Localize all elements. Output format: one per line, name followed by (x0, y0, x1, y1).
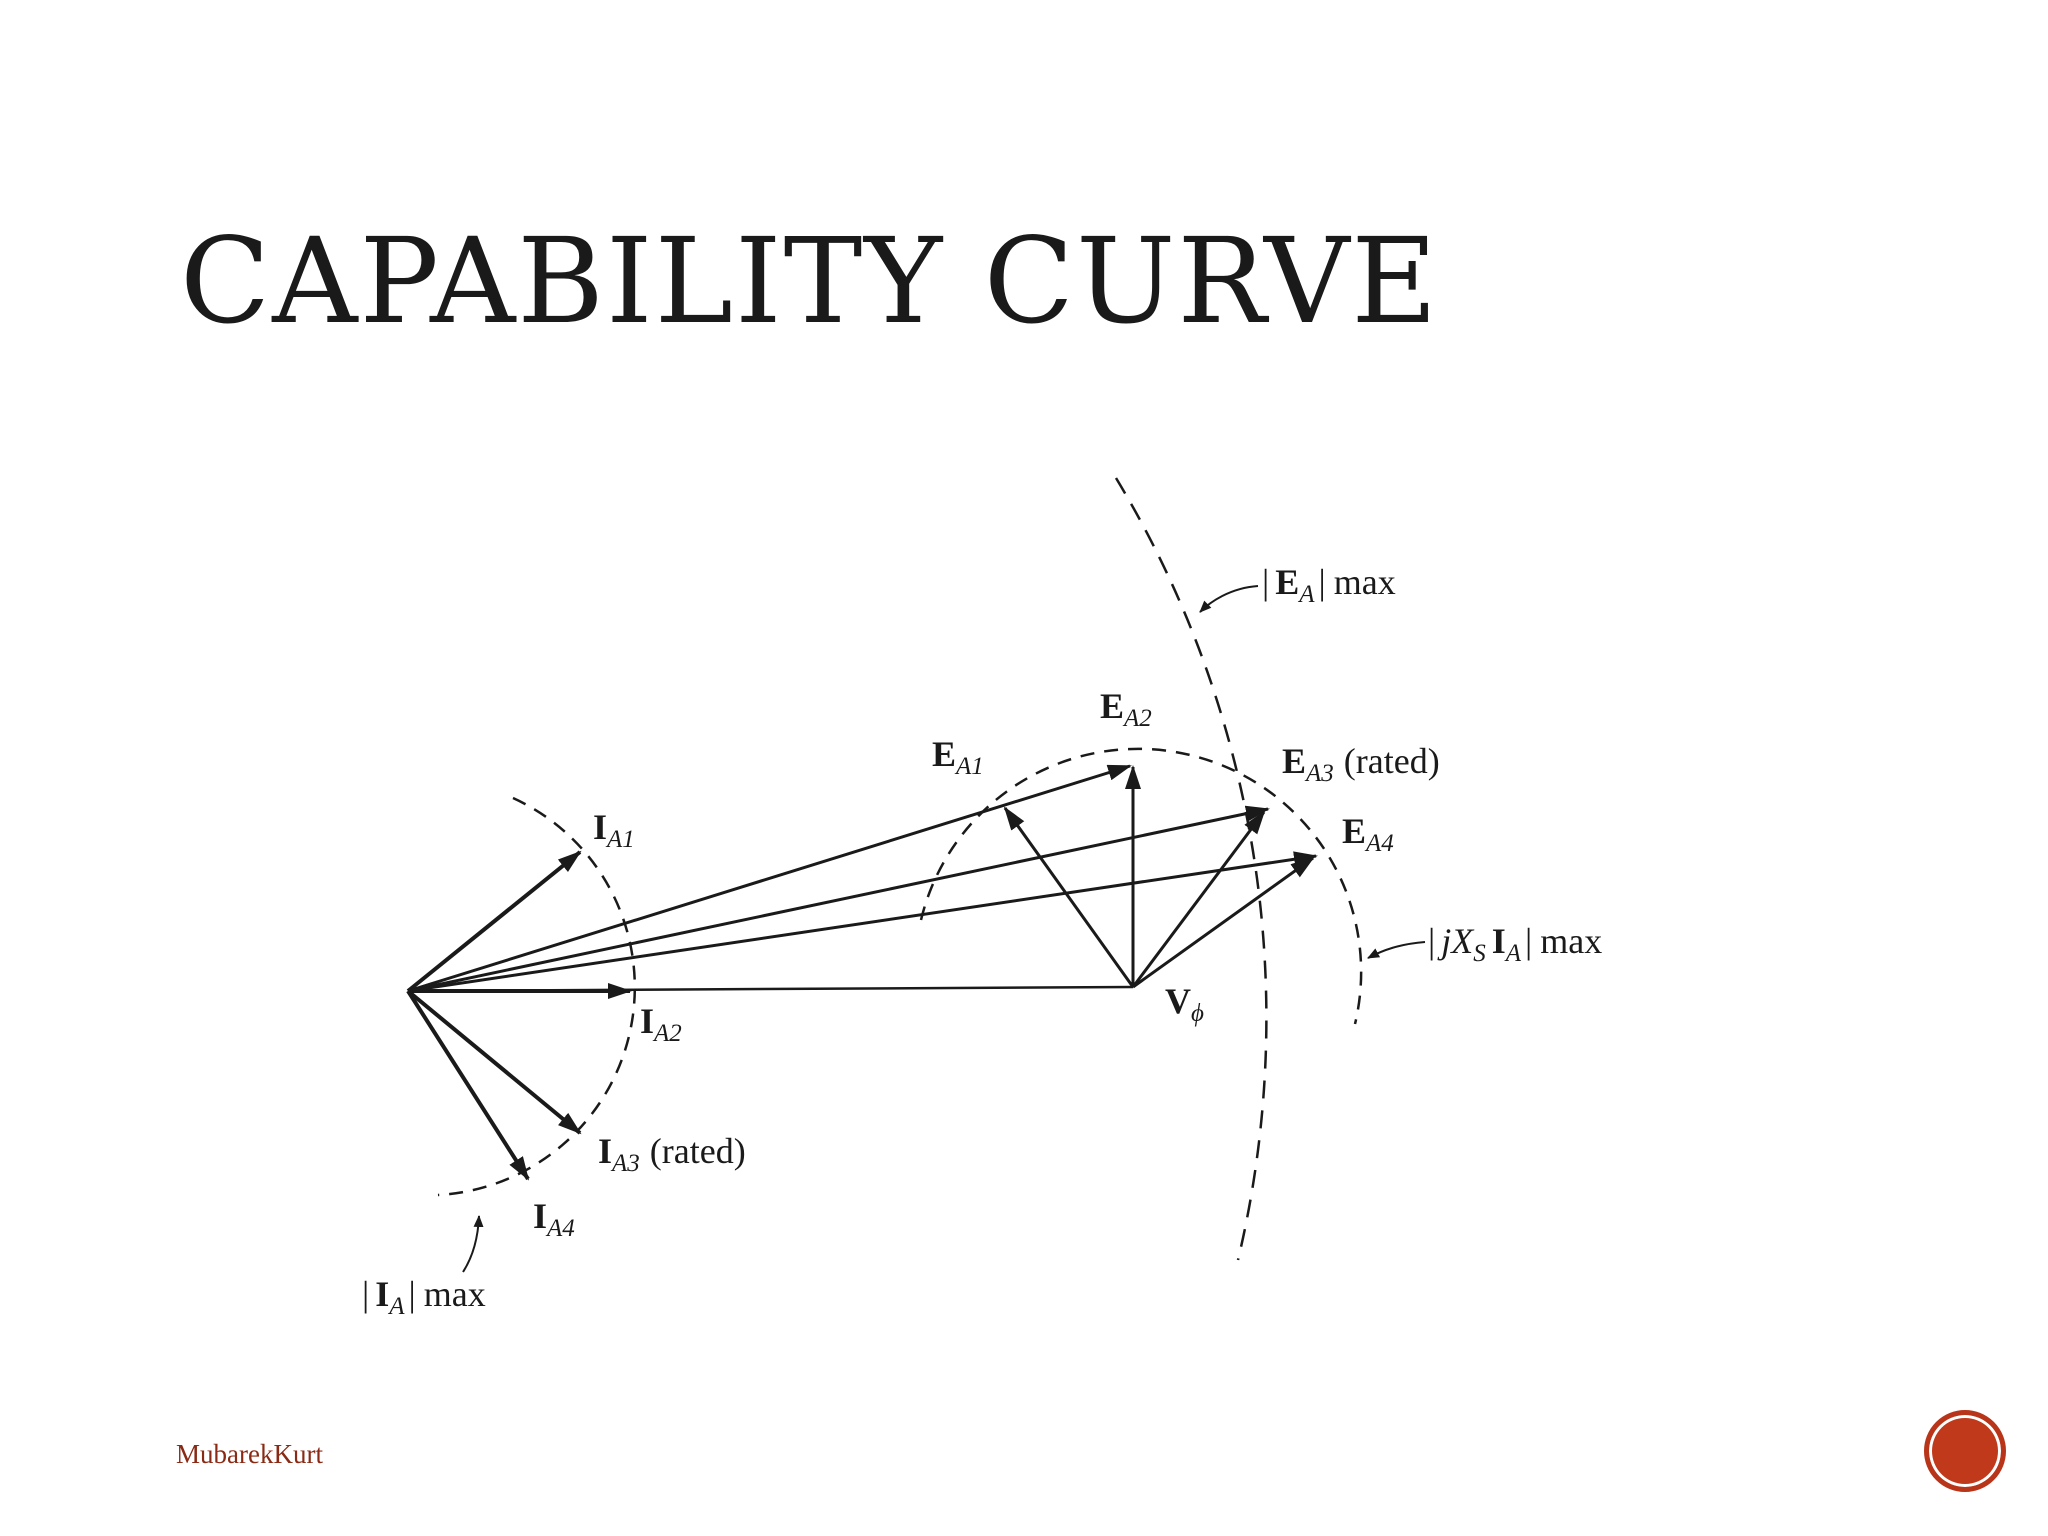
jxs-max-callout (1367, 941, 1426, 959)
ea3-arrow (407, 805, 1270, 993)
label-ea-max: |EA|max (1262, 562, 1396, 608)
label-ea1: EA1 (932, 734, 984, 780)
jxs-ia4-arrow (1132, 856, 1315, 989)
ea-max-arc (1114, 477, 1268, 1261)
label-ia3: IA3(rated) (598, 1131, 746, 1177)
footer-author: MubarekKurt (176, 1439, 323, 1469)
slide-nav-circle[interactable] (1924, 1410, 2006, 1492)
label-ia-max: |IA|max (362, 1274, 486, 1320)
ea-max-callout (1199, 585, 1259, 613)
label-ia1: IA1 (593, 807, 635, 853)
ia4-arrow (406, 989, 530, 1181)
jxs-ia3-arrow (1131, 810, 1266, 988)
label-ia4: IA4 (533, 1196, 575, 1242)
ea4-arrow (407, 851, 1318, 993)
v-phi-line (407, 985, 1134, 993)
ia1-arrow (406, 850, 582, 993)
ea1-arrow (407, 764, 1132, 993)
slide-title: CAPABILITY CURVE (180, 212, 1440, 350)
label-ea2: EA2 (1100, 686, 1152, 732)
label-ea4: EA4 (1342, 811, 1394, 857)
ia3-arrow (406, 989, 582, 1135)
label-v-phi: Vϕ (1165, 981, 1204, 1027)
label-ia2: IA2 (640, 1001, 682, 1047)
label-ea3: EA3(rated) (1282, 741, 1440, 787)
ia-max-callout (462, 1215, 484, 1273)
jxs-ia1-arrow (1003, 806, 1135, 988)
jxs-ia-max-arc (919, 747, 1363, 1025)
